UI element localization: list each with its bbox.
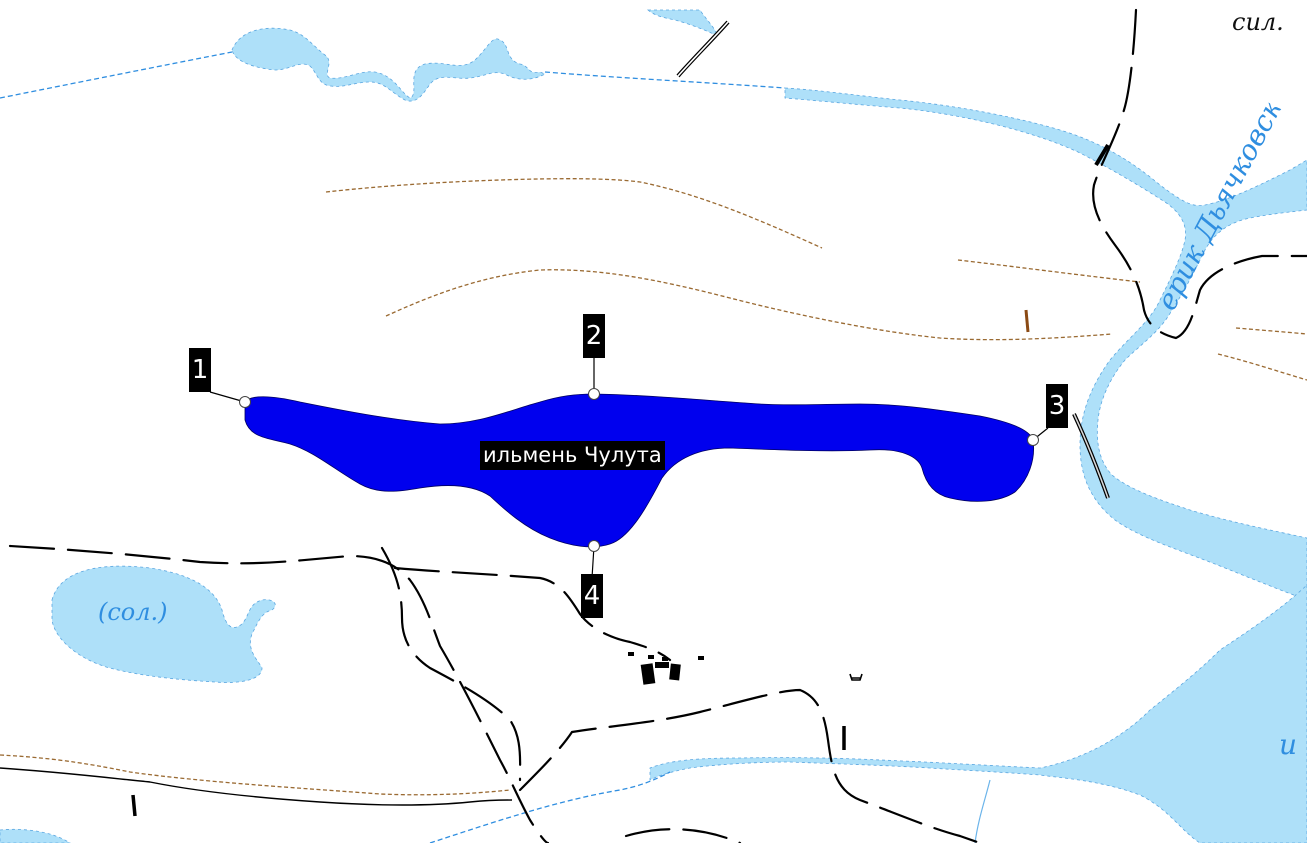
marker-point-1[interactable] [239, 396, 251, 408]
marker-label-1[interactable]: 1 [189, 348, 211, 392]
salt-lake-shape [51, 565, 276, 683]
contour-2 [385, 269, 1113, 341]
road-vertical-right [1092, 8, 1307, 340]
top-small-water [646, 9, 719, 37]
bottom-right-label: и [1279, 728, 1298, 761]
road-east [518, 688, 982, 843]
river-line-top-mid [544, 71, 786, 89]
contour-4 [1235, 327, 1307, 335]
river-line-bottom [429, 771, 671, 843]
road-loop [380, 546, 522, 782]
road-bottom [624, 828, 742, 843]
road-diagonal-top-inner [677, 21, 729, 77]
marker-label-3[interactable]: 3 [1046, 384, 1068, 428]
road-short-bar-1 [131, 794, 137, 817]
top-water-body [231, 27, 546, 102]
marker-label-2[interactable]: 2 [583, 314, 605, 358]
contour-5 [1217, 353, 1307, 381]
stream-bottom [974, 779, 991, 843]
river-line-top [0, 51, 233, 99]
brown-tick-mark [1024, 309, 1030, 333]
contour-6 [0, 754, 511, 796]
lake-name-label: ильмень Чулута [480, 441, 665, 470]
leader-1 [209, 391, 246, 403]
marker-point-3[interactable] [1027, 434, 1039, 446]
marker-point-4[interactable] [588, 540, 600, 552]
contour-1 [325, 178, 823, 249]
top-right-label: сил. [1232, 8, 1284, 36]
road-bottom-left-double [0, 767, 513, 806]
embankment-inner [1073, 413, 1109, 499]
creek-channel [784, 87, 1307, 601]
road-left [8, 544, 550, 843]
lake-chuluta[interactable] [244, 393, 1035, 548]
river-bottom-right [649, 584, 1307, 843]
road-middle [393, 566, 672, 662]
marker-point-2[interactable] [588, 388, 600, 400]
contour-3 [957, 259, 1141, 283]
marker-label-4[interactable]: 4 [581, 574, 603, 618]
road-upper-fragment [1094, 143, 1110, 167]
settlement-buildings [628, 652, 704, 685]
salt-lake-label: (сол.) [98, 598, 168, 626]
well-symbol [849, 673, 863, 681]
